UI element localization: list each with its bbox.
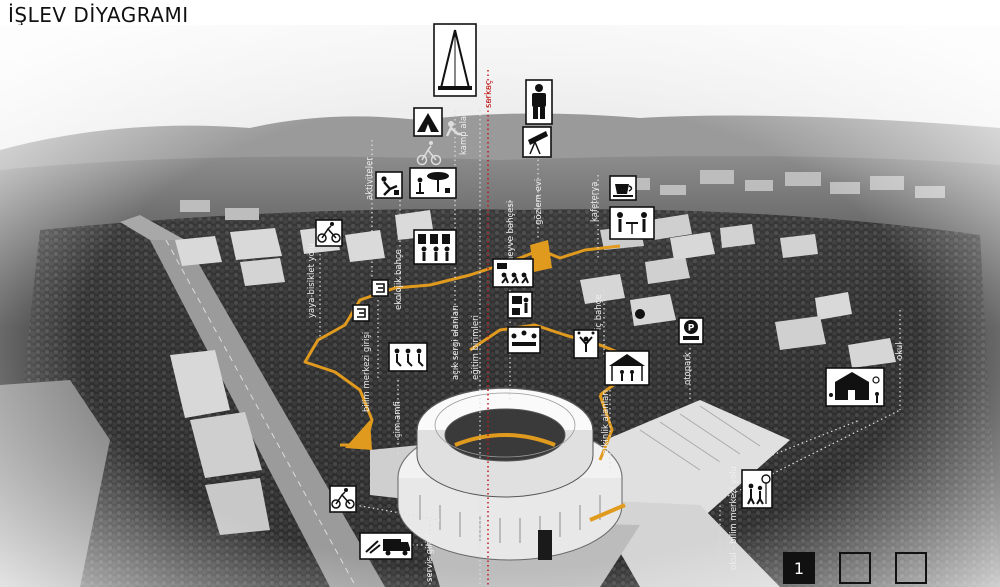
- juggler-icon: [573, 329, 599, 359]
- camper-icon: [445, 121, 462, 137]
- meeting-icon: [507, 326, 541, 354]
- pendulum-icon: [433, 23, 477, 97]
- audience-icon: [492, 258, 534, 288]
- label-cim-amfi: çim amfi: [393, 401, 403, 438]
- tent-icon: [413, 107, 443, 137]
- tree-planting-icon: [409, 167, 457, 199]
- label-egitim-birimleri: eğitim birimleri: [471, 315, 481, 380]
- cyclist-icon: [329, 485, 357, 513]
- label-gozlem-evi: gözlem evi: [534, 179, 544, 225]
- vignette: [0, 25, 1000, 587]
- label-ic-bahce: iç bahçe: [594, 294, 604, 330]
- label-bilim-merkezi-girisi: bilim merkezi girişi: [362, 332, 372, 412]
- label-kamp-alani: kamp alanı: [459, 108, 469, 155]
- exhibition-icon: [413, 229, 457, 265]
- label-otopark: otopark: [683, 352, 693, 385]
- coffee-cup-icon: [609, 175, 637, 201]
- delivery-truck-icon: [359, 532, 413, 560]
- parking-icon: P: [678, 317, 704, 345]
- cyclist-icon: [315, 219, 343, 247]
- page-1-button[interactable]: 1: [783, 552, 815, 584]
- event-tent-icon: [604, 350, 650, 386]
- seating-icon: [388, 342, 428, 372]
- leader-lines: [319, 110, 901, 587]
- page-title: İŞLEV DİYAGRAMI: [8, 3, 189, 27]
- entrance-icon: [371, 279, 389, 297]
- label-okul-bilim-merkezi-yolu: okul - bilim merkezi yolu: [729, 466, 739, 570]
- label-aktiviteler: aktiviteler: [365, 157, 375, 200]
- label-yaya-bisiklet-yolu: yaya-bisiklet yolu: [307, 243, 317, 318]
- dining-icon: [609, 206, 655, 240]
- lecture-icon: [507, 291, 533, 319]
- astronaut-icon: [525, 79, 553, 125]
- label-acik-sergi-alanlari: açık sergi alanları: [451, 305, 461, 380]
- label-servis-girisi: servis girişi: [425, 534, 435, 582]
- label-sarkac: sarkaç: [484, 80, 494, 108]
- page-3-button[interactable]: [895, 552, 927, 584]
- page-2-button[interactable]: [839, 552, 871, 584]
- bus-icon: [538, 530, 552, 560]
- cyclist-icon: [416, 141, 442, 166]
- entrance-icon: [352, 304, 370, 322]
- label-ekolojik-bahce: ekolojik bahçe: [394, 249, 404, 310]
- label-okul: okul: [895, 342, 905, 360]
- label-kafeterya: kafeterya: [590, 182, 600, 223]
- label-etkinlik-alanlari: etkinlik alanları: [601, 390, 611, 455]
- area-labels: aktiviteler yaya-bisiklet yolu ekolojik …: [307, 80, 905, 582]
- school-icon: [825, 367, 885, 407]
- children-crossing-icon: [741, 469, 773, 509]
- label-meyve-bahcesi: meyve bahçesi: [506, 201, 516, 265]
- gardener-icon: [375, 171, 403, 199]
- telescope-icon: [522, 126, 552, 158]
- svg-text:P: P: [688, 324, 695, 334]
- tree-marker-icon: [635, 309, 645, 319]
